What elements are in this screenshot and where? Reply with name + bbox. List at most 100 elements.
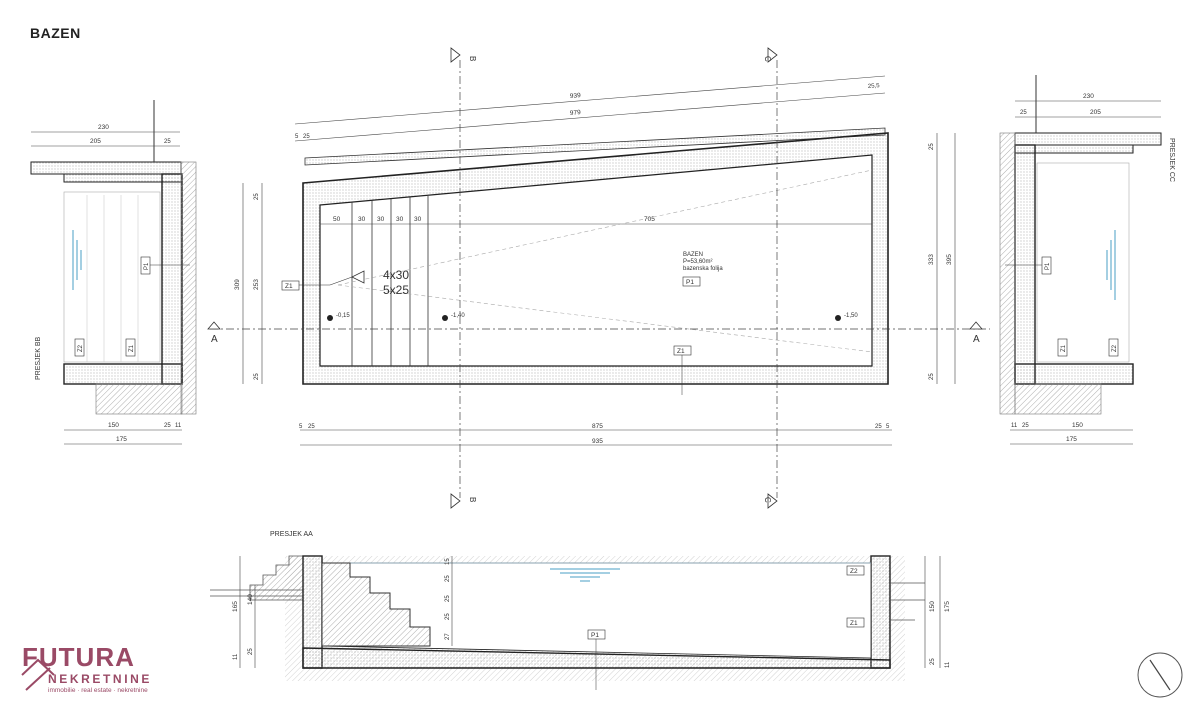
section-b-top: B bbox=[468, 56, 477, 61]
step-dim: 50 bbox=[333, 216, 341, 223]
cc-dim: 205 bbox=[1090, 109, 1101, 116]
dim-small: 25 bbox=[875, 424, 882, 430]
section-a-left: A bbox=[211, 334, 218, 345]
section-c-bottom: C bbox=[763, 497, 772, 503]
tag-z2-label: Z2 bbox=[1112, 344, 1118, 352]
water-symbol-icon bbox=[1106, 230, 1116, 300]
aa-dim: 25 bbox=[930, 658, 936, 665]
bb-dim: 175 bbox=[116, 436, 127, 443]
pool-name: BAZEN bbox=[683, 252, 703, 258]
aa-dim: 25 bbox=[248, 648, 254, 655]
pool-stairs bbox=[321, 562, 431, 647]
right-vertical-dims bbox=[936, 133, 956, 384]
tag-z1-label: Z1 bbox=[285, 283, 293, 290]
dim-935: 935 bbox=[592, 438, 603, 445]
section-c-bottom-icon bbox=[767, 493, 778, 509]
presjek-aa: PRESJEK AA bbox=[270, 531, 313, 538]
tag-z2 bbox=[1108, 338, 1119, 357]
section-c-top: C bbox=[763, 56, 772, 62]
dim-939: 939 bbox=[570, 92, 582, 100]
cc-dim: 25 bbox=[1022, 423, 1029, 429]
tag-p1 bbox=[1041, 256, 1052, 275]
stairs-label-2: 5x25 bbox=[383, 283, 409, 297]
step-dim: 30 bbox=[377, 216, 385, 223]
pool-area: P=53,60m² bbox=[683, 259, 713, 265]
aa-dim: 27 bbox=[445, 633, 451, 640]
tag-p1 bbox=[587, 629, 606, 640]
logo: FUTURA NEKRETNINE immobilie · real estat… bbox=[18, 642, 168, 694]
logo-house-icon bbox=[21, 658, 55, 691]
dim-small: 25 bbox=[929, 373, 935, 380]
tag-z1-label: Z1 bbox=[1061, 344, 1067, 352]
section-a-left-icon bbox=[207, 321, 221, 330]
aa-dim: 25 bbox=[445, 575, 451, 582]
coping-band bbox=[304, 127, 886, 166]
tag-z2 bbox=[74, 338, 85, 357]
tag-p1-label: P1 bbox=[144, 262, 150, 270]
top-dimensions bbox=[294, 75, 886, 142]
section-cc: P1 Z1 Z2 PRESJEK CC 230 205 25 150 175 1… bbox=[999, 75, 1175, 445]
tag-z2-label: Z2 bbox=[78, 344, 84, 352]
aa-dim: 15 bbox=[445, 558, 451, 565]
dim-small: 5 bbox=[886, 424, 890, 430]
section-lines bbox=[210, 60, 990, 498]
section-b-bottom-icon bbox=[450, 493, 461, 509]
dim-979: 979 bbox=[570, 109, 582, 117]
section-a-right: A bbox=[973, 334, 980, 345]
bb-dim: 25 bbox=[164, 139, 171, 145]
dim-333: 333 bbox=[928, 254, 935, 265]
level-icon bbox=[327, 315, 333, 321]
dim-small: 25 bbox=[254, 373, 260, 380]
section-c-top-icon bbox=[767, 47, 778, 63]
section-b-bottom: B bbox=[468, 497, 477, 502]
tag-z1-label: Z1 bbox=[677, 348, 685, 355]
cc-dim: 230 bbox=[1083, 93, 1094, 100]
tag-z1 bbox=[673, 345, 692, 356]
dim-small: 5 bbox=[299, 424, 303, 430]
cc-dim: 150 bbox=[1072, 422, 1083, 429]
aa-dim: 25 bbox=[445, 595, 451, 602]
cc-dim: 25 bbox=[1020, 110, 1027, 116]
level-icon bbox=[835, 315, 841, 321]
aa-dim: 165 bbox=[232, 601, 239, 612]
pool-plan-view: 50 30 30 30 30 705 4x30 5x25 BAZEN P=53,… bbox=[207, 47, 990, 509]
bb-dim: 150 bbox=[108, 422, 119, 429]
dim-small: 25 bbox=[254, 193, 260, 200]
steps-lines bbox=[351, 196, 429, 366]
stairs-label-1: 4x30 bbox=[383, 268, 409, 282]
dim-25-5: 25,5 bbox=[868, 83, 881, 90]
section-b-top-icon bbox=[450, 47, 461, 63]
tag-z1 bbox=[281, 280, 300, 291]
level-label: -0,15 bbox=[336, 313, 350, 319]
north-arrow-icon bbox=[1137, 652, 1183, 698]
dim-875: 875 bbox=[592, 423, 603, 430]
aa-dim: 25 bbox=[445, 613, 451, 620]
step-dim: 30 bbox=[396, 216, 404, 223]
dim-small: 25 bbox=[929, 143, 935, 150]
step-dim: 30 bbox=[358, 216, 366, 223]
aa-dim: 11 bbox=[945, 661, 951, 668]
bottom-dims bbox=[300, 429, 892, 446]
tag-p1-label: P1 bbox=[591, 632, 599, 639]
tag-p1-label: P1 bbox=[686, 279, 694, 286]
water-symbol-icon bbox=[550, 568, 620, 582]
aa-dim: 140 bbox=[247, 594, 254, 605]
level-label: -1,50 bbox=[844, 313, 858, 319]
tag-p1 bbox=[140, 256, 151, 275]
dim-small: 5 bbox=[295, 134, 299, 140]
bb-dim: 230 bbox=[98, 124, 109, 131]
aa-dim: 11 bbox=[233, 653, 239, 660]
water-symbol-icon bbox=[72, 230, 82, 290]
tag-z1-label: Z1 bbox=[850, 620, 858, 627]
tag-z2-label: Z2 bbox=[850, 568, 858, 575]
tag-p1 bbox=[682, 276, 701, 287]
logo-sub: NEKRETNINE bbox=[48, 672, 153, 686]
tag-z1 bbox=[846, 617, 865, 628]
cc-dim: 175 bbox=[1066, 436, 1077, 443]
left-vertical-dims bbox=[242, 183, 263, 384]
logo-main: FUTURA bbox=[22, 642, 135, 672]
tag-p1-label: P1 bbox=[1045, 262, 1051, 270]
long-dim: 705 bbox=[644, 216, 655, 223]
drawing-title: BAZEN bbox=[30, 25, 81, 41]
